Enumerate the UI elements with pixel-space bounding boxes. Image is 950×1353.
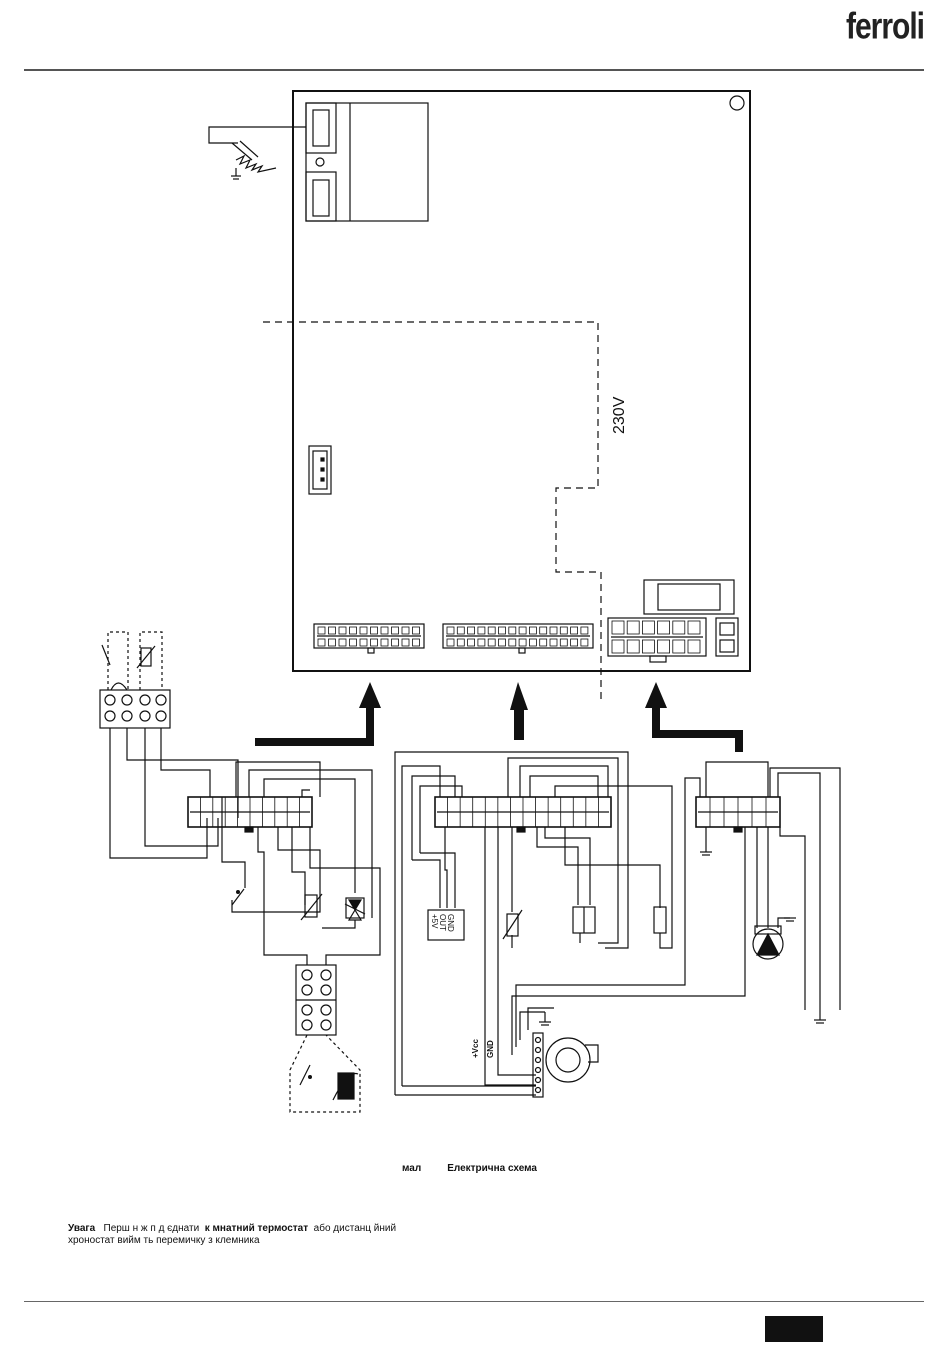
connector-pin	[658, 621, 670, 634]
connector-pin	[457, 639, 464, 646]
sensor-resistor-icon	[654, 907, 666, 933]
thermostat-switch-icon	[102, 645, 110, 665]
connector-pin	[329, 639, 336, 646]
connector-pin	[371, 627, 378, 634]
connector-pin	[350, 627, 357, 634]
connector-low-voltage-1	[314, 624, 424, 653]
connector-pin	[339, 639, 346, 646]
connector-pin	[339, 627, 346, 634]
connector-pin	[329, 627, 336, 634]
right-wiring	[706, 762, 840, 1015]
connector-pin	[371, 639, 378, 646]
connector-pin	[519, 639, 526, 646]
connector-pin	[688, 621, 700, 634]
display-connector	[309, 446, 331, 494]
connector-pin	[360, 639, 367, 646]
connector-pin	[447, 627, 454, 634]
connector-pin	[519, 627, 526, 634]
note-text-2: або дистанц йний	[314, 1223, 396, 1234]
caption-title: Електрична схема	[447, 1163, 537, 1174]
svg-text:GND: GND	[486, 1040, 495, 1058]
connector-pin	[381, 627, 388, 634]
connector-pin	[688, 640, 700, 653]
connector-pin	[360, 627, 367, 634]
gas-valve-icon	[345, 898, 365, 920]
connector-pin	[468, 639, 475, 646]
connector-pin	[642, 621, 654, 634]
caption-prefix: мал	[402, 1163, 421, 1174]
connector-pin	[318, 627, 325, 634]
connector-pin	[658, 640, 670, 653]
terminal-block-room-thermostat	[100, 683, 170, 728]
connector-pin	[318, 639, 325, 646]
fuse-holder	[644, 580, 734, 614]
warning-note: Увага Перш н ж п д єднати к мнатний терм…	[68, 1223, 588, 1247]
harness-arrows	[247, 682, 743, 755]
connector-pin	[478, 639, 485, 646]
connector-pin	[509, 627, 516, 634]
room-thermostat-icon	[108, 632, 162, 690]
connector-pin	[571, 627, 578, 634]
svg-text:+Vcc: +Vcc	[471, 1039, 480, 1058]
connector-pin	[540, 639, 547, 646]
left-wiring	[110, 728, 380, 965]
voltage-label: 230V	[611, 396, 628, 434]
connector-pin	[499, 627, 506, 634]
connector-pin	[381, 639, 388, 646]
connector-pin	[540, 627, 547, 634]
page-number-badge	[765, 1316, 823, 1342]
board-mount-hole	[730, 96, 744, 110]
connector-pin	[447, 639, 454, 646]
pressure-sensor-icon: GND OUT +5V	[428, 910, 464, 940]
connector-pin	[499, 639, 506, 646]
connector-pin	[402, 639, 409, 646]
connector-pin	[560, 639, 567, 646]
note-text-3: хроностат вийм ть перемичку з клемника	[68, 1235, 260, 1246]
connector-pin	[550, 639, 557, 646]
ground-symbols	[700, 852, 826, 1023]
connector-pin	[468, 627, 475, 634]
note-text-1: Перш н ж п д єднати	[104, 1223, 200, 1234]
connector-pin	[550, 627, 557, 634]
terminal-block-lower	[296, 965, 336, 1035]
ignition-electrode-icon	[209, 127, 306, 179]
connector-pin	[478, 627, 485, 634]
connector-pin	[612, 621, 624, 634]
connector-pin	[560, 627, 567, 634]
connector-pin	[581, 639, 588, 646]
connector-pin	[488, 627, 495, 634]
flow-meter-icon	[333, 1073, 358, 1100]
ignition-module	[306, 103, 428, 221]
svg-text:+5V: +5V	[430, 914, 439, 929]
connector-pin	[509, 639, 516, 646]
connector-pin	[529, 639, 536, 646]
connector-pin	[673, 640, 685, 653]
note-label: Увага	[68, 1223, 95, 1234]
connector-pin	[612, 640, 624, 653]
connector-pin	[627, 621, 639, 634]
connector-pin	[392, 639, 399, 646]
connector-pin	[642, 640, 654, 653]
connector-pin	[402, 627, 409, 634]
connector-pin	[627, 640, 639, 653]
footer-rule	[24, 1301, 924, 1302]
connector-pin	[413, 639, 420, 646]
connector-pin	[673, 621, 685, 634]
connector-pin	[571, 639, 578, 646]
connector-pin	[529, 627, 536, 634]
connector-pin	[413, 627, 420, 634]
connector-pin	[350, 639, 357, 646]
connector-pin	[392, 627, 399, 634]
connector-pin	[581, 627, 588, 634]
pump-icon	[753, 926, 783, 959]
figure-caption: мал Електрична схема	[402, 1163, 537, 1174]
note-bold: к мнатний термостат	[205, 1223, 308, 1234]
ground-icon	[539, 1012, 551, 1025]
fan-icon: +Vcc GND	[471, 1033, 598, 1097]
connector-pins	[200, 621, 766, 827]
connector-pin	[457, 627, 464, 634]
connector-pin	[488, 639, 495, 646]
